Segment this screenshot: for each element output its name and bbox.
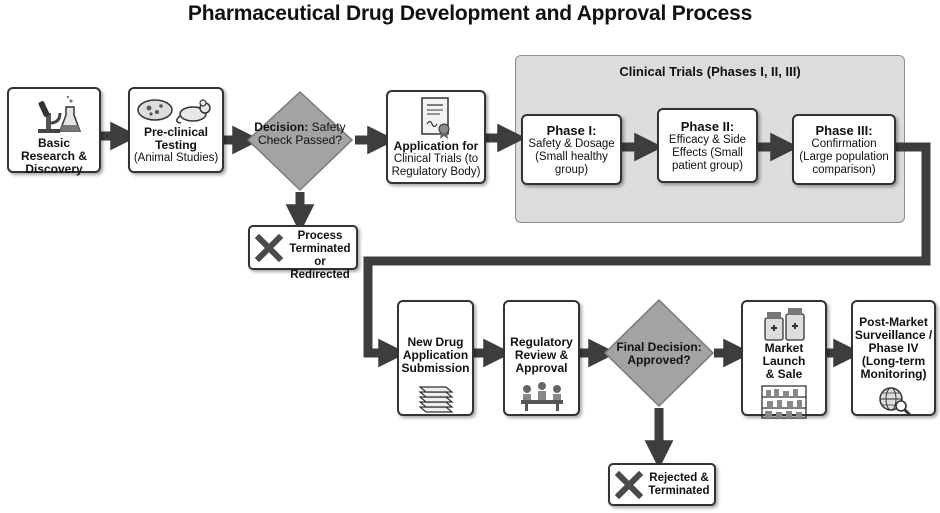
- terminated1-label-2: Terminated: [289, 243, 351, 255]
- application-label-2: Clinical Trials (to: [393, 153, 479, 165]
- phase1-title: Phase I:: [546, 123, 597, 138]
- preclinical-label-3: (Animal Studies): [133, 152, 219, 164]
- review-label-2: Review &: [514, 348, 569, 362]
- market-box: Market Launch & Sale: [741, 300, 827, 419]
- phase3-desc: Confirmation (Large population compariso…: [799, 138, 889, 176]
- application-label-3: Regulatory Body): [391, 166, 481, 178]
- application-box: Application for Clinical Trials (to Regu…: [386, 90, 486, 184]
- decision1-label: Decision: Safety Check Passed?: [254, 120, 346, 147]
- microscope-flask-icon: [38, 95, 82, 133]
- connector-phase3-to-nda: [363, 142, 931, 368]
- preclinical-label-1: Pre-clinical: [143, 125, 209, 139]
- application-label-1: Application for: [393, 139, 479, 153]
- terminated1-label-3: or Redirected: [290, 256, 350, 281]
- pharmacy-bottles-icon: [764, 308, 805, 341]
- postmarket-box: Post-Market Surveillance / Phase IV (Lon…: [851, 300, 936, 417]
- review-box: Regulatory Review & Approval: [503, 300, 580, 416]
- postmarket-label-4: (Long-term: [861, 354, 926, 368]
- decision2-label: Final Decision: Approved?: [616, 340, 702, 367]
- basic-research-box: Basic Research & Discovery: [7, 87, 101, 176]
- document-stack-icon: [417, 386, 454, 413]
- pharmacy-shelf-icon: [761, 385, 807, 419]
- x-mark-icon: [615, 471, 643, 499]
- x-mark-icon: [255, 234, 283, 262]
- postmarket-label-2: Surveillance /: [854, 328, 933, 342]
- nda-label-2: Application: [402, 348, 469, 362]
- market-label-2: & Sale: [765, 367, 803, 381]
- phase3-title: Phase III:: [815, 123, 873, 138]
- phase2-title: Phase II:: [680, 119, 735, 134]
- preclinical-label-2: Testing: [155, 138, 197, 152]
- decision2-diamond: [603, 298, 715, 408]
- petri-dish-mouse-icon: [137, 99, 211, 124]
- terminated2-label-1: Rejected &: [649, 472, 709, 484]
- phase2-box: Phase II: Efficacy & Side Effects (Small…: [657, 108, 758, 183]
- postmarket-label-1: Post-Market: [859, 315, 928, 329]
- review-label-3: Approval: [515, 361, 568, 375]
- review-label-1: Regulatory: [510, 335, 573, 349]
- nda-label-3: Submission: [401, 361, 470, 375]
- market-label-1: Market Launch: [762, 341, 806, 368]
- phase1-box: Phase I: Safety & Dosage (Small healthy …: [521, 114, 622, 185]
- phase2-desc: Efficacy & Side Effects (Small patient g…: [668, 134, 747, 172]
- preclinical-box: Pre-clinical Testing (Animal Studies): [128, 87, 224, 173]
- globe-magnifier-icon: [878, 387, 911, 417]
- meeting-table-icon: [520, 382, 563, 411]
- terminated1-label-1: Process: [297, 230, 343, 242]
- clinical-trials-title: Clinical Trials (Phases I, II, III): [619, 64, 801, 79]
- basic-research-label: Basic Research & Discovery: [20, 136, 88, 176]
- phase3-box: Phase III: Confirmation (Large populatio…: [792, 114, 896, 185]
- terminated1-box: Process Terminated or Redirected: [248, 225, 358, 281]
- nda-label-1: New Drug: [407, 335, 464, 349]
- decision1-diamond: [246, 90, 354, 192]
- postmarket-label-3: Phase IV: [868, 341, 919, 355]
- nda-box: New Drug Application Submission: [397, 300, 474, 416]
- terminated2-box: Rejected & Terminated: [608, 463, 716, 506]
- postmarket-label-5: Monitoring): [860, 367, 927, 381]
- phase1-desc: Safety & Dosage (Small healthy group): [528, 138, 615, 176]
- terminated2-label-2: Terminated: [648, 485, 710, 497]
- page-title: Pharmaceutical Drug Development and Appr…: [187, 2, 753, 25]
- certificate-document-icon: [421, 97, 450, 139]
